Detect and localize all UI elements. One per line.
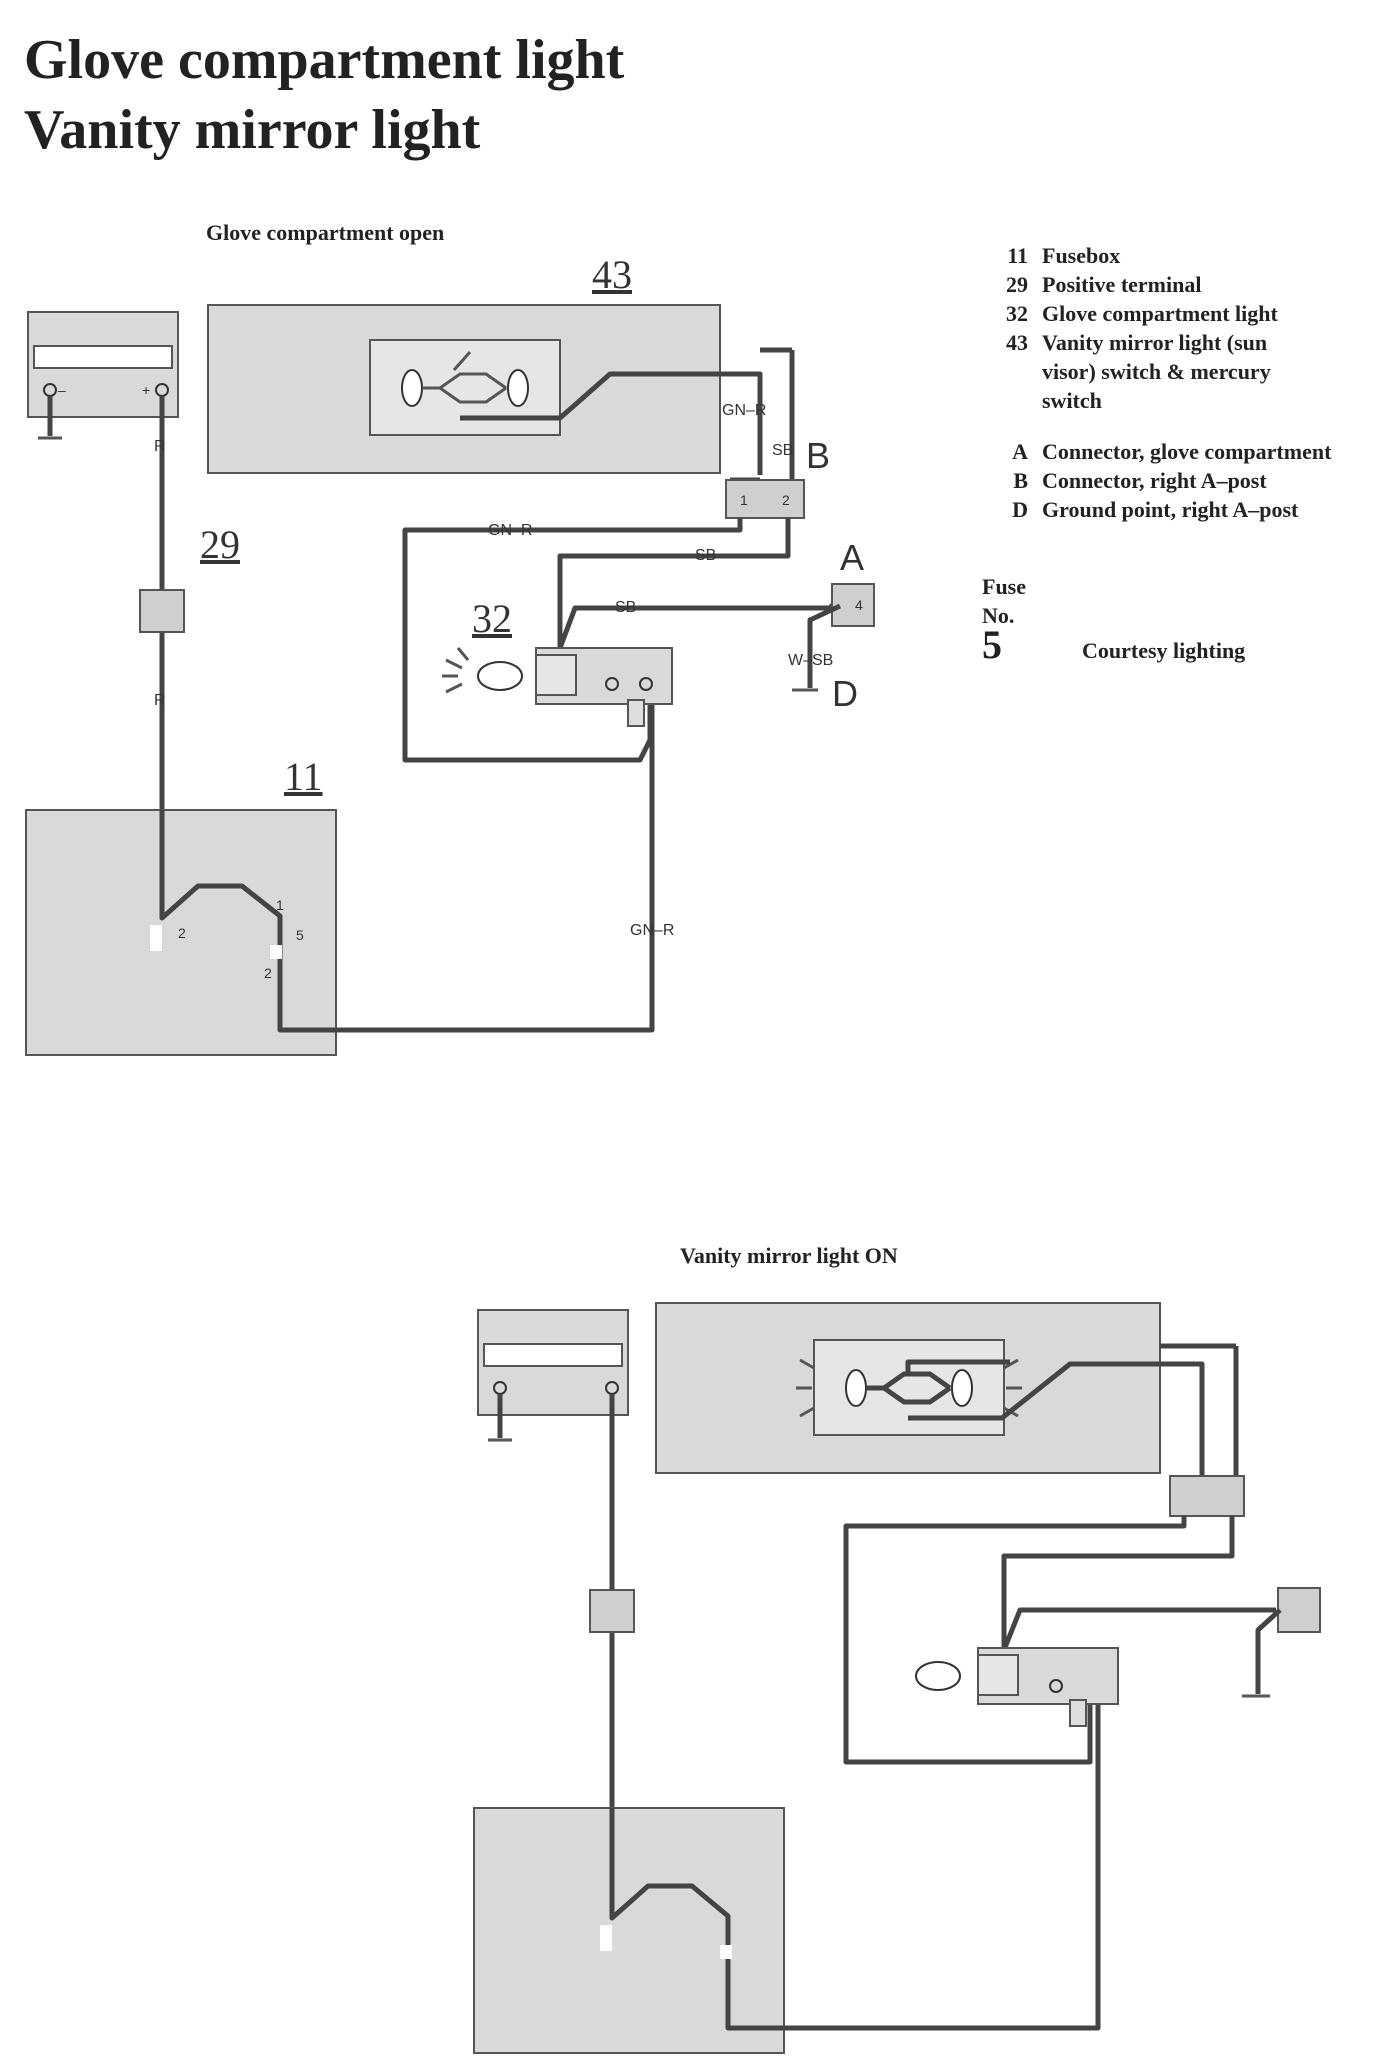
title-line-2: Vanity mirror light bbox=[24, 99, 481, 161]
wire-label: SB bbox=[615, 599, 636, 616]
connector-pin: 2 bbox=[782, 492, 790, 508]
wire-label: GN–R bbox=[722, 402, 766, 419]
positive-terminal-bottom bbox=[589, 1589, 635, 1633]
wire-sb-lamp bbox=[557, 518, 791, 650]
positive-terminal-29 bbox=[139, 589, 185, 633]
connector-pin: 4 bbox=[855, 597, 863, 613]
connector-pin: 1 bbox=[740, 492, 748, 508]
fusebox-bottom bbox=[473, 1807, 785, 2054]
legend-key: 43 bbox=[1006, 330, 1028, 355]
mirror-lamp-link-on bbox=[866, 1371, 952, 1405]
component-number-29: 29 bbox=[200, 522, 240, 567]
connector-a-bottom bbox=[1277, 1587, 1321, 1633]
legend-row: 11 Fusebox bbox=[982, 241, 1382, 270]
wire-label: GN–R bbox=[630, 922, 674, 939]
wire-label: SB bbox=[695, 547, 716, 564]
legend-text: Glove compartment light bbox=[1042, 301, 1278, 326]
legend-text: Ground point, right A–post bbox=[1042, 497, 1299, 522]
fuse-row: 5 Courtesy lighting bbox=[982, 622, 1246, 667]
wire-label: SB bbox=[772, 442, 793, 459]
component-number-11: 11 bbox=[284, 754, 323, 799]
wire-ground-d bbox=[807, 603, 842, 688]
legend-row: 43 Vanity mirror light (sun visor) switch… bbox=[982, 328, 1382, 415]
legend-row: 29 Positive terminal bbox=[982, 270, 1382, 299]
fuse-text: Courtesy lighting bbox=[1082, 638, 1246, 663]
wire-gnr-loop bbox=[402, 518, 743, 763]
wire-fusebox-path bbox=[159, 700, 655, 1033]
wire-label: W–SB bbox=[788, 652, 833, 669]
fusebox-pin: 2 bbox=[178, 925, 186, 941]
fusebox-pin: 2 bbox=[264, 965, 272, 981]
component-number-43: 43 bbox=[592, 252, 632, 297]
light-rays-icon bbox=[442, 647, 470, 694]
legend-text: Connector, right A–post bbox=[1042, 468, 1267, 493]
connector-a bbox=[831, 583, 875, 627]
connector-label-a: A bbox=[840, 537, 864, 578]
wire-label: GN–R bbox=[488, 522, 532, 539]
connector-label-b: B bbox=[806, 435, 830, 476]
legend-key: 32 bbox=[1006, 301, 1028, 326]
legend-key: D bbox=[1012, 497, 1028, 522]
battery-top: – + bbox=[27, 311, 179, 440]
wire-label: R bbox=[154, 692, 166, 709]
legend-key: A bbox=[1012, 439, 1028, 464]
component-legend: 11 Fusebox 29 Positive terminal 32 Glove co… bbox=[982, 241, 1382, 524]
legend-text: Vanity mirror light (sun visor) switch &… bbox=[1042, 330, 1271, 413]
mirror-switch-housing bbox=[369, 339, 561, 436]
wire-ground-bottom bbox=[1255, 1608, 1282, 1694]
legend-row: B Connector, right A–post bbox=[982, 466, 1382, 495]
fusebox-pin: 1 bbox=[276, 897, 284, 913]
battery-plus-label: + bbox=[142, 382, 150, 398]
legend-row: 32 Glove compartment light bbox=[982, 299, 1382, 328]
component-number-32: 32 bbox=[472, 596, 512, 641]
wire-loop-bottom bbox=[843, 1516, 1187, 1765]
legend-row: D Ground point, right A–post bbox=[982, 495, 1382, 524]
fuse-header-1: Fuse bbox=[982, 574, 1026, 599]
legend-key: 29 bbox=[1006, 272, 1028, 297]
fusebox-pin: 5 bbox=[296, 927, 304, 943]
legend-text: Positive terminal bbox=[1042, 272, 1202, 297]
wire-sb-a bbox=[557, 594, 842, 649]
legend-key: B bbox=[1013, 468, 1028, 493]
legend-key: 11 bbox=[1007, 243, 1028, 268]
wire-mirror-switch-on bbox=[905, 1343, 1239, 1476]
legend-text: Connector, glove compartment bbox=[1042, 439, 1332, 464]
ground-label-d: D bbox=[832, 673, 858, 714]
caption-glove-open: Glove compartment open bbox=[206, 220, 445, 245]
fusebox-11 bbox=[25, 809, 337, 1056]
wire-label: R bbox=[154, 438, 166, 455]
fuse-table: Fuse No. 5 Courtesy lighting bbox=[982, 572, 1245, 665]
mirror-lamp-link bbox=[422, 372, 507, 404]
caption-vanity-on: Vanity mirror light ON bbox=[680, 1243, 898, 1268]
bottom-diagram bbox=[473, 1302, 1321, 2054]
legend-row: A Connector, glove compartment bbox=[982, 437, 1382, 466]
legend-text: Fusebox bbox=[1042, 243, 1121, 268]
connector-b-bottom bbox=[1169, 1475, 1245, 1517]
fuse-number: 5 bbox=[982, 622, 1002, 667]
connector-b bbox=[725, 479, 805, 519]
top-diagram: – + R 29 R 11 2 1 5 2 GN–R 43 GN–R bbox=[25, 252, 875, 1056]
title-line-1: Glove compartment light bbox=[24, 29, 625, 91]
fuse-header-2: No. bbox=[982, 603, 1015, 628]
wire-lamp-bottom bbox=[1001, 1516, 1276, 1653]
light-rays-icon bbox=[796, 1358, 1022, 1418]
battery-minus-label: – bbox=[58, 382, 66, 398]
mercury-switch-contact bbox=[452, 351, 472, 371]
